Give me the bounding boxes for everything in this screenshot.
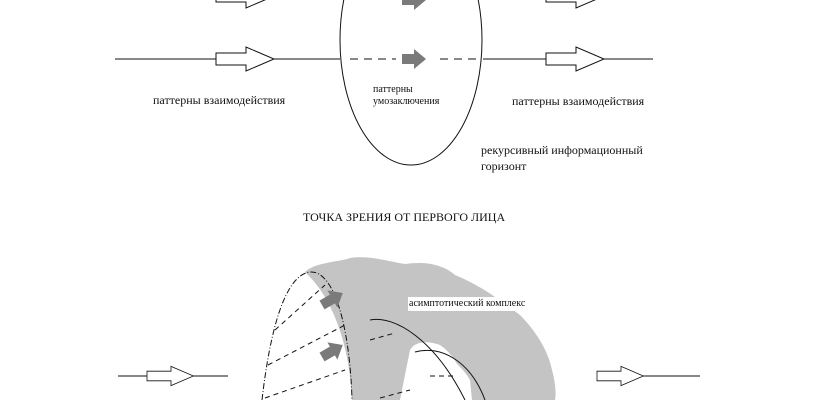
- cloud-hole-inner: [405, 351, 472, 400]
- dashed-ray: [369, 332, 396, 341]
- view-ellipse-3: [414, 349, 486, 400]
- section-title: ТОЧКА ЗРЕНИЯ ОТ ПЕРВОГО ЛИЦА: [303, 210, 506, 224]
- input-arrow-bottom-icon: [146, 365, 194, 387]
- inference-arrow-top-icon: [402, 0, 426, 10]
- horizon-label-line1: рекурсивный информационный: [481, 143, 643, 157]
- information-horizon-ellipse: [339, 0, 483, 166]
- asymptotic-cloud: [305, 257, 556, 400]
- inference-label-line1: паттерны: [373, 84, 413, 95]
- dashed-ray: [264, 369, 346, 399]
- inference-label-line2: умозаключения: [373, 96, 440, 107]
- output-arrow-top-icon: [545, 0, 605, 9]
- horizon-label-line2: горизонт: [481, 159, 527, 173]
- dashed-ray: [267, 324, 346, 366]
- output-arrow-icon: [545, 46, 605, 72]
- asymptotic-complex-label: асимптотический комплекс: [408, 297, 527, 311]
- right-interaction-label: паттерны взаимодействия: [512, 94, 645, 108]
- top-diagram: [115, 0, 653, 166]
- left-interaction-label: паттерны взаимодействия: [153, 93, 286, 107]
- inference-arrow-icon: [402, 49, 426, 69]
- bottom-diagram: [118, 257, 700, 400]
- input-arrow-icon: [215, 46, 275, 72]
- input-arrow-top-icon: [215, 0, 275, 9]
- view-ellipse-1: [261, 271, 353, 400]
- dashed-ray: [274, 284, 326, 331]
- view-ellipse-2: [369, 318, 466, 400]
- output-arrow-bottom-icon: [596, 365, 644, 387]
